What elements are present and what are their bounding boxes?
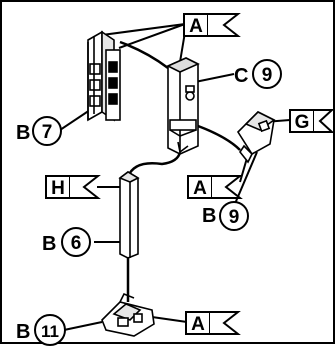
svg-text:B: B	[16, 122, 30, 144]
bottom-clip-part	[101, 292, 155, 337]
svg-text:A: A	[189, 16, 203, 37]
svg-text:9: 9	[262, 65, 273, 86]
callout-b6: B 6	[42, 227, 91, 257]
svg-text:B: B	[202, 205, 216, 227]
callout-circle	[252, 59, 282, 89]
flag-h: H	[45, 175, 101, 199]
svg-text:6: 6	[71, 233, 82, 254]
callout-b11: B 11	[16, 314, 66, 346]
flag-g: G	[289, 109, 335, 133]
svg-text:7: 7	[42, 122, 53, 143]
callout-c9: C 9	[234, 59, 282, 89]
svg-text:B: B	[42, 233, 56, 255]
svg-text:G: G	[295, 112, 310, 133]
svg-text:B: B	[16, 321, 30, 343]
bracket-part	[87, 30, 121, 122]
svg-text:H: H	[51, 178, 65, 199]
sleeve-part	[118, 171, 140, 259]
svg-text:A: A	[191, 314, 205, 335]
connector-part	[166, 57, 200, 155]
callout-circle	[61, 227, 91, 257]
callout-b7: B 7	[16, 116, 62, 146]
callout-circle	[32, 116, 62, 146]
flag-a-mid: A	[187, 175, 243, 199]
svg-text:11: 11	[41, 322, 59, 341]
harness-wires	[119, 40, 241, 302]
callout-circle	[219, 201, 249, 231]
svg-text:A: A	[193, 178, 207, 199]
callout-b9: B 9	[202, 201, 249, 231]
svg-text:C: C	[234, 65, 248, 87]
clip-part	[236, 111, 276, 164]
flag-a-top: A	[183, 13, 241, 37]
svg-text:9: 9	[229, 207, 240, 228]
flag-a-bottom: A	[185, 311, 241, 335]
